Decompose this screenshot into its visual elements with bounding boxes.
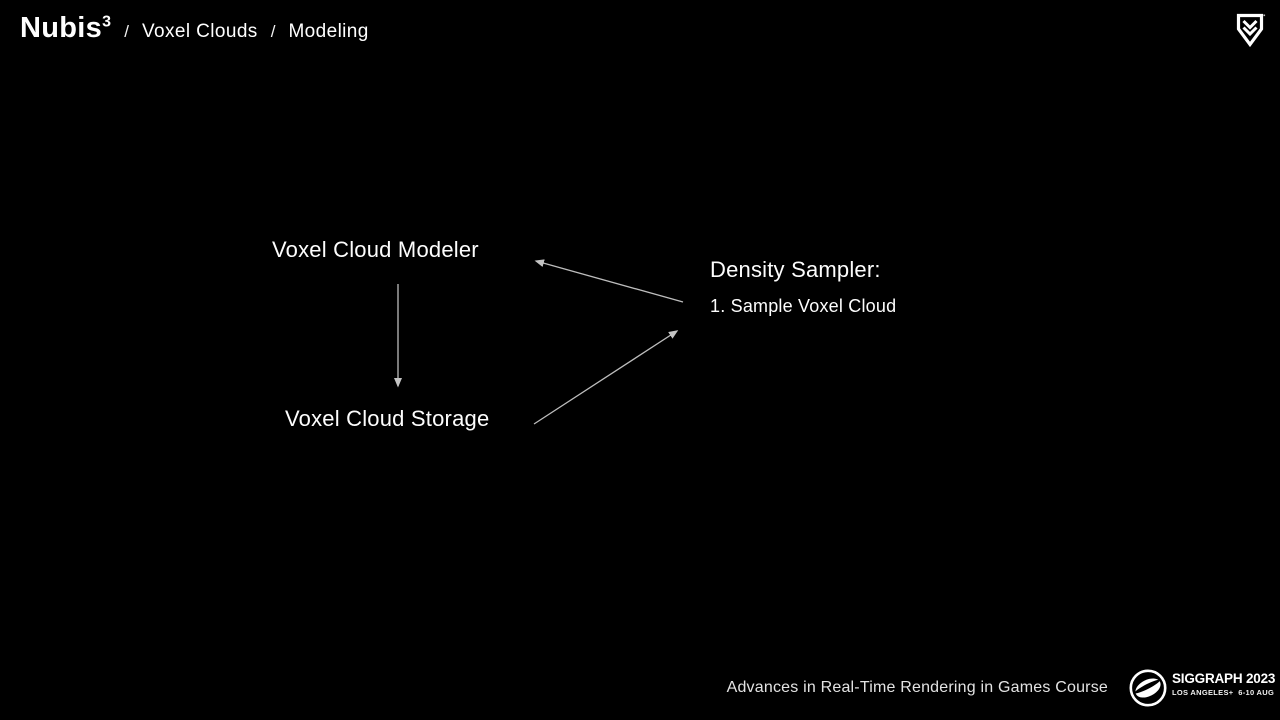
conference-location-dates: LOS ANGELES+ 6-10 AUG [1172,688,1275,697]
breadcrumb-item-modeling: Modeling [288,21,369,42]
guerrilla-logo-icon [1236,13,1266,48]
footer: Advances in Real-Time Rendering in Games… [0,664,1280,712]
slide-brand: Nubis3 [20,12,111,45]
density-sampler-step-1: 1. Sample Voxel Cloud [710,296,897,316]
conference-block: SIGGRAPH 2023 LOS ANGELES+ 6-10 AUG [1172,671,1276,697]
node-voxel-cloud-storage: Voxel Cloud Storage [285,406,490,431]
breadcrumb-item-voxel-clouds: Voxel Clouds [142,21,258,42]
siggraph-logo-icon [1129,669,1167,707]
node-voxel-cloud-modeler: Voxel Cloud Modeler [272,237,479,262]
brand-superscript: 3 [102,13,112,31]
breadcrumb-separator: / [270,22,276,41]
node-density-sampler-title: Density Sampler: [710,257,881,282]
brand-text: Nubis [20,12,103,44]
title-bar: Nubis3 / Voxel Clouds / Modeling [20,12,1220,45]
arrow-density-to-modeler [534,259,684,303]
course-credit-text: Advances in Real-Time Rendering in Games… [726,679,1108,696]
breadcrumb-separator: / [124,22,129,41]
trademark-mark [1263,14,1266,17]
arrow-storage-to-density [533,330,679,425]
conference-name: SIGGRAPH 2023 [1172,671,1276,686]
